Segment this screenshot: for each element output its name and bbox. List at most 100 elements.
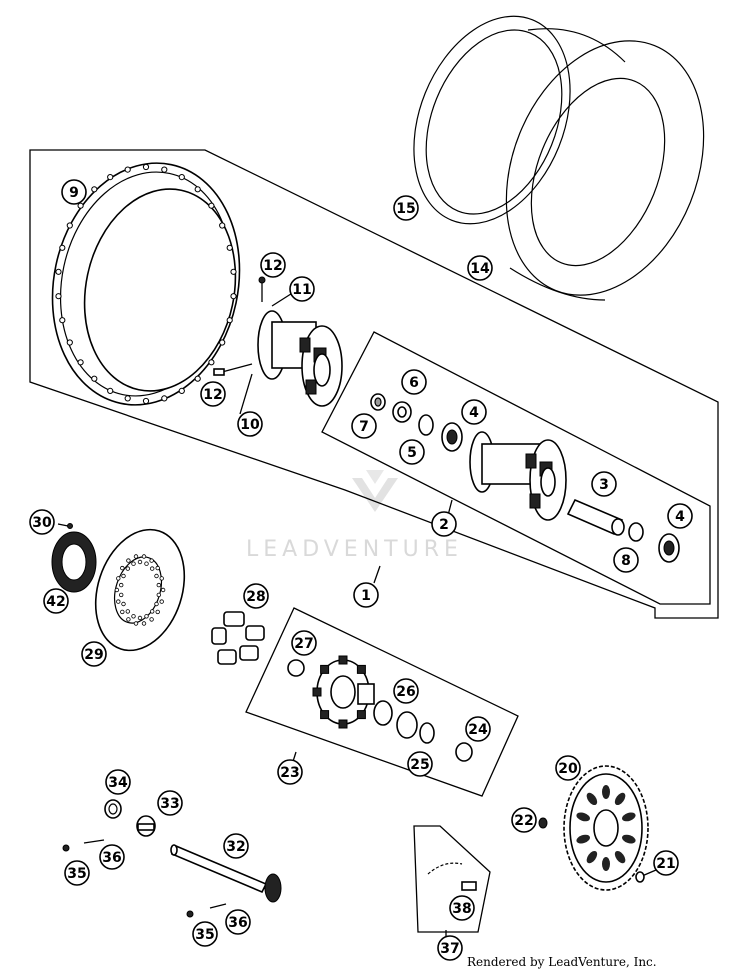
- callout-c20[interactable]: 20: [555, 755, 581, 781]
- disc-hole: [120, 565, 125, 571]
- spacer-part[interactable]: [566, 498, 625, 536]
- callout-number: 23: [280, 765, 299, 781]
- callout-c15[interactable]: 15: [393, 195, 419, 221]
- damper-rubber-part[interactable]: [211, 611, 265, 665]
- callout-c12a[interactable]: 12: [260, 252, 286, 278]
- sprocket-window: [602, 857, 610, 871]
- callout-circle: [277, 759, 303, 785]
- callout-number: 15: [396, 201, 415, 217]
- disc-hole: [137, 615, 143, 621]
- sprocket-nut-part[interactable]: [538, 817, 548, 829]
- callout-c23[interactable]: 23: [277, 759, 303, 785]
- callout-circle: [353, 582, 379, 608]
- callout-c35a[interactable]: 35: [64, 860, 90, 886]
- callout-c25[interactable]: 25: [407, 751, 433, 777]
- callout-number: 7: [359, 419, 369, 435]
- callout-c28[interactable]: 28: [243, 583, 269, 609]
- callout-c7[interactable]: 7: [351, 413, 377, 439]
- callout-number: 29: [84, 647, 103, 663]
- chain-adjuster-part[interactable]: [136, 815, 156, 837]
- spoke-nipple-part[interactable]: [213, 276, 266, 376]
- chain-part[interactable]: [427, 862, 477, 891]
- hub-part[interactable]: [469, 431, 567, 521]
- callout-c27[interactable]: 27: [291, 630, 317, 656]
- callout-c3[interactable]: 3: [591, 471, 617, 497]
- disc-hole: [149, 617, 154, 622]
- callout-c6[interactable]: 6: [401, 369, 427, 395]
- rim-hole: [208, 202, 215, 209]
- callout-c36b[interactable]: 36: [225, 909, 251, 935]
- callout-c26[interactable]: 26: [393, 678, 419, 704]
- callout-c33[interactable]: 33: [157, 790, 183, 816]
- callout-circle: [260, 252, 286, 278]
- callout-c4b[interactable]: 4: [667, 503, 693, 529]
- callout-c8[interactable]: 8: [613, 547, 639, 573]
- callout-circle: [43, 588, 69, 614]
- rim-part[interactable]: [31, 146, 262, 423]
- callout-circle: [64, 860, 90, 886]
- bearing-part-lower[interactable]: [658, 533, 680, 563]
- callout-number: 2: [439, 517, 449, 533]
- callout-number: 34: [108, 775, 128, 791]
- callout-number: 6: [409, 375, 419, 391]
- callout-c24[interactable]: 24: [465, 716, 491, 742]
- callout-c32[interactable]: 32: [223, 833, 249, 859]
- callout-c21[interactable]: 21: [653, 850, 679, 876]
- callout-c35b[interactable]: 35: [192, 921, 218, 947]
- callout-c11[interactable]: 11: [289, 276, 315, 302]
- rim-hole: [55, 293, 62, 300]
- disc-adapter-part[interactable]: [51, 531, 97, 593]
- callout-c5[interactable]: 5: [399, 439, 425, 465]
- axle-part[interactable]: [170, 844, 282, 903]
- callout-c30[interactable]: 30: [29, 509, 55, 535]
- callout-number: 4: [469, 405, 479, 421]
- callout-number: 9: [69, 185, 79, 201]
- sprocket-carrier-outline: [245, 607, 519, 797]
- sprocket-carrier-part[interactable]: [312, 655, 375, 729]
- callout-c12b[interactable]: 12: [200, 381, 226, 407]
- callout-number: 32: [226, 839, 245, 855]
- carrier-lug: [338, 655, 348, 665]
- rim-hole: [142, 163, 150, 171]
- brake-disc-part[interactable]: [81, 518, 199, 662]
- carrier-lug: [356, 664, 366, 674]
- callout-c10[interactable]: 10: [237, 411, 263, 437]
- wheel-assembly-outline: [29, 149, 719, 619]
- rim-hole: [219, 339, 226, 346]
- callout-c2[interactable]: 2: [431, 511, 457, 537]
- tire-part[interactable]: [470, 11, 739, 325]
- disc-hole: [125, 609, 130, 614]
- callout-circle: [437, 935, 463, 961]
- disc-screw-part[interactable]: [57, 523, 73, 529]
- wheel-hub-part[interactable]: [257, 310, 343, 407]
- callout-c36a[interactable]: 36: [99, 844, 125, 870]
- callout-c4a[interactable]: 4: [461, 399, 487, 425]
- callout-number: 22: [514, 813, 533, 829]
- callout-number: 21: [656, 856, 675, 872]
- rim-hole: [226, 244, 233, 251]
- callout-c29[interactable]: 29: [81, 641, 107, 667]
- axle-nut-part[interactable]: [104, 799, 122, 819]
- disc-hole: [121, 601, 126, 607]
- callout-c1[interactable]: 1: [353, 582, 379, 608]
- callout-number: 10: [240, 417, 260, 433]
- callout-c42[interactable]: 42: [43, 588, 69, 614]
- callout-circle: [393, 678, 419, 704]
- seal-parts[interactable]: [370, 393, 644, 542]
- callout-c38[interactable]: 38: [449, 895, 475, 921]
- callout-c22[interactable]: 22: [511, 807, 537, 833]
- callout-number: 25: [410, 757, 429, 773]
- adjusting-bolts-part[interactable]: [62, 839, 227, 918]
- bearing-part-upper[interactable]: [441, 422, 463, 452]
- callout-c37[interactable]: 37: [437, 935, 463, 961]
- callout-c14[interactable]: 14: [467, 255, 493, 281]
- callout-c9[interactable]: 9: [61, 179, 87, 205]
- callout-number: 37: [440, 941, 459, 957]
- callout-c34[interactable]: 34: [105, 769, 131, 795]
- rim-hole: [124, 395, 131, 402]
- carrier-bearing-parts[interactable]: [287, 659, 473, 762]
- sprocket-screw-part[interactable]: [635, 869, 657, 883]
- tube-part[interactable]: [385, 0, 599, 247]
- rear-sprocket-part[interactable]: [563, 765, 649, 891]
